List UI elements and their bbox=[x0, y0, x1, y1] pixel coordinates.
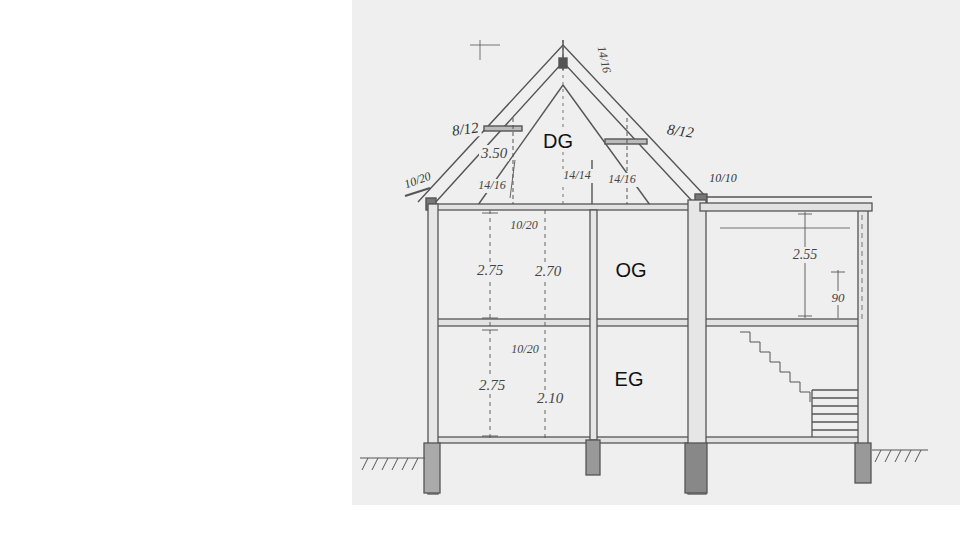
beam-size: 10/20 bbox=[401, 169, 435, 192]
roof bbox=[405, 40, 707, 205]
annex bbox=[700, 197, 872, 437]
beam-size: 10/10 bbox=[707, 172, 738, 185]
height-dimension: 2.10 bbox=[535, 390, 565, 407]
dimension-lines bbox=[482, 160, 845, 440]
floor-label: EG bbox=[613, 368, 646, 390]
beam-size: 8/12 bbox=[449, 119, 482, 140]
height-dimension: 2.75 bbox=[477, 377, 507, 394]
height-dimension: 2.70 bbox=[533, 263, 563, 280]
height-dimension: 3.50 bbox=[479, 145, 509, 162]
beam-size: 14/16 bbox=[594, 43, 613, 76]
floor-label: OG bbox=[613, 259, 648, 281]
beam-size: 14/14 bbox=[561, 169, 592, 182]
height-dimension: 90 bbox=[830, 291, 847, 305]
ground-hatching bbox=[360, 450, 928, 470]
beam-size: 8/12 bbox=[664, 121, 697, 142]
floor-label: DG bbox=[541, 130, 575, 152]
height-dimension: 2.55 bbox=[791, 247, 820, 262]
beam-size: 10/20 bbox=[508, 219, 539, 232]
walls bbox=[424, 200, 871, 494]
beam-size: 10/20 bbox=[509, 343, 540, 356]
eave-blocks bbox=[426, 194, 707, 210]
beam-size: 14/16 bbox=[476, 179, 507, 192]
height-dimension: 2.75 bbox=[475, 262, 505, 279]
beam-size: 14/16 bbox=[606, 173, 637, 186]
paper bbox=[352, 0, 960, 505]
floors bbox=[430, 204, 865, 443]
